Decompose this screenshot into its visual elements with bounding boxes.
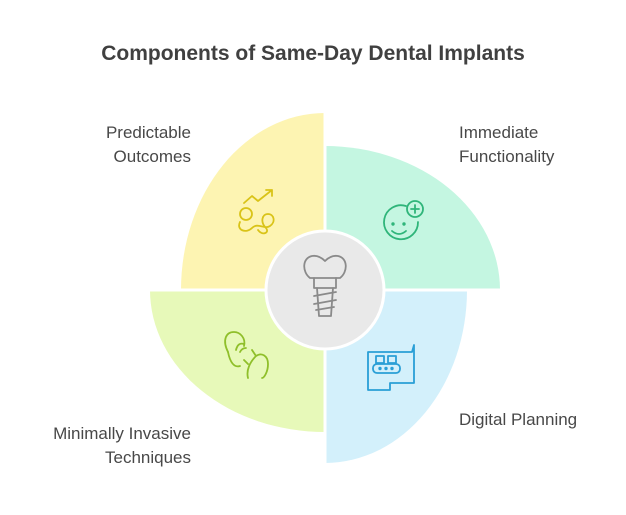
label-line: Functionality bbox=[459, 147, 555, 166]
smiley-plus-icon bbox=[383, 200, 424, 241]
gentle-hand-icon bbox=[224, 331, 269, 379]
label-digital-planning: Digital Planning bbox=[459, 408, 619, 432]
label-minimally-invasive: Minimally Invasive Techniques bbox=[10, 422, 191, 470]
label-line: Predictable bbox=[105, 123, 191, 142]
digital-blueprint-icon bbox=[367, 344, 415, 391]
trend-arrow-icon bbox=[238, 189, 275, 235]
label-line: Immediate bbox=[459, 123, 539, 142]
label-predictable-outcomes: Predictable Outcomes bbox=[60, 121, 191, 169]
label-line: Techniques bbox=[104, 448, 191, 467]
label-line: Digital Planning bbox=[459, 410, 578, 429]
diagram-title: Components of Same-Day Dental Implants bbox=[101, 42, 525, 65]
center-circle bbox=[264, 229, 386, 351]
label-line: Minimally Invasive bbox=[53, 424, 191, 443]
label-immediate-functionality: Immediate Functionality bbox=[459, 121, 619, 169]
dental-implant-icon bbox=[303, 254, 347, 317]
label-line: Outcomes bbox=[113, 147, 191, 166]
